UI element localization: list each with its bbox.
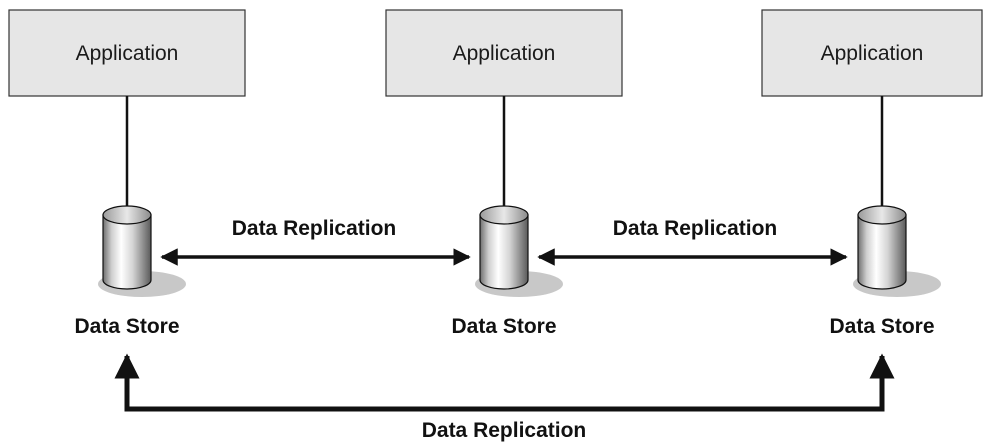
replication-edge-right-label: Data Replication xyxy=(613,217,778,240)
data-store-icon-2 xyxy=(475,205,563,297)
data-store-label-1: Data Store xyxy=(74,315,179,338)
application-node-3: Application xyxy=(761,9,983,97)
application-node-3-label: Application xyxy=(821,42,924,65)
data-store-label-3: Data Store xyxy=(829,315,934,338)
data-store-icon-1 xyxy=(98,205,186,297)
application-node-1-label: Application xyxy=(76,42,179,65)
replication-edge-right: Data Replication xyxy=(537,217,848,266)
replication-edge-bottom: Data Replication xyxy=(114,353,895,442)
application-node-2: Application xyxy=(385,9,623,97)
replication-edge-left-label: Data Replication xyxy=(232,217,397,240)
application-node-2-label: Application xyxy=(453,42,556,65)
application-node-1: Application xyxy=(8,9,246,97)
data-store-label-2: Data Store xyxy=(451,315,556,338)
data-store-icon-3 xyxy=(853,205,941,297)
replication-edge-left: Data Replication xyxy=(160,217,471,266)
replication-edge-bottom-label: Data Replication xyxy=(422,419,587,442)
